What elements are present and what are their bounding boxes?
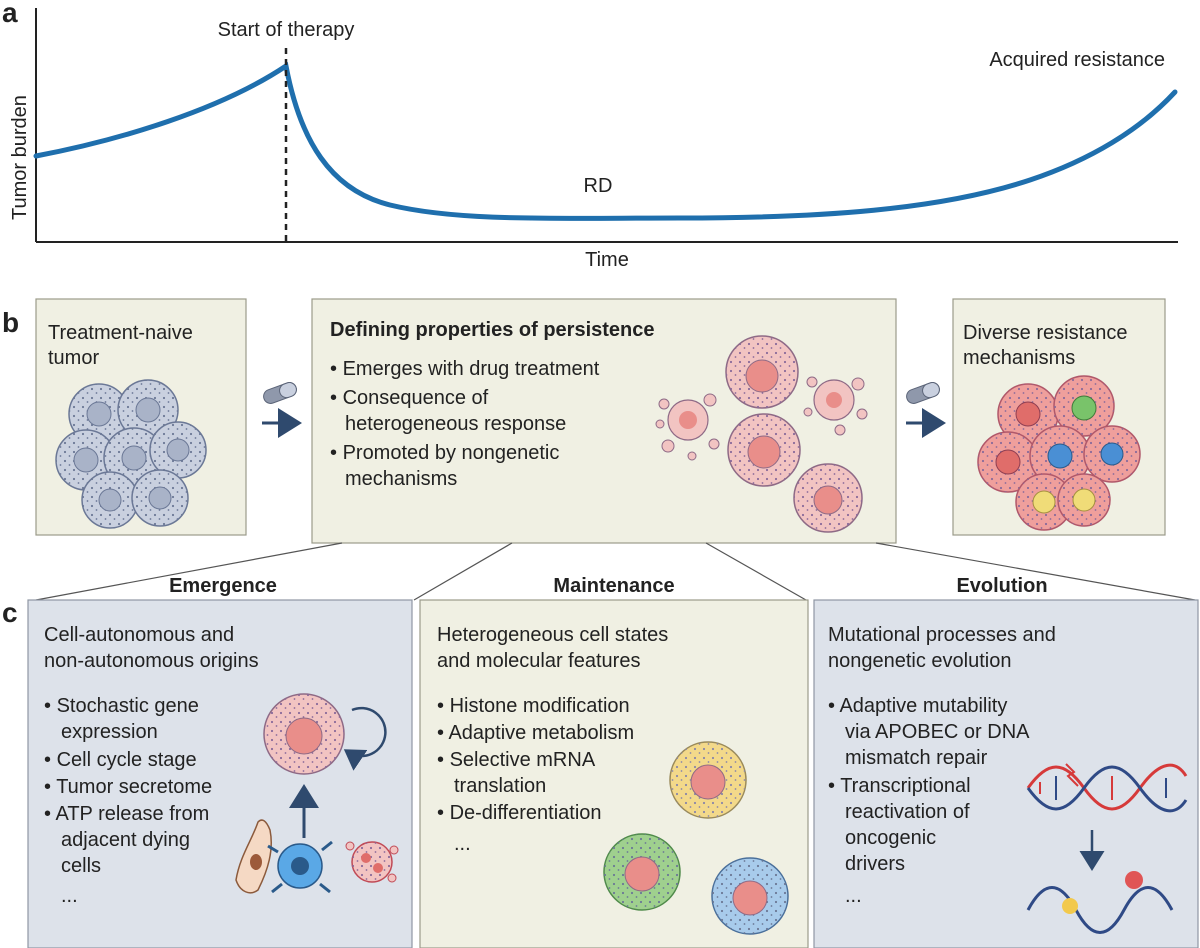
maintenance-bullet-4: • De-differentiation (437, 802, 602, 824)
drug-capsule-icon (263, 382, 297, 404)
panel-a-label: a (2, 0, 18, 28)
emergence-ellipsis: ... (61, 885, 78, 907)
evolution-bullet-2-cont-1: reactivation of (845, 801, 970, 823)
evolution-box (813, 599, 1199, 948)
persistence-bullet-2: • Consequence of (330, 387, 489, 409)
naive-cell (68, 383, 130, 445)
evolution-bullet-1-cont-1: via APOBEC or DNA (845, 721, 1030, 743)
naive-cell (131, 469, 189, 527)
resistant-tumor-cluster (977, 375, 1141, 531)
evolution-bullet-1-cont-2: mismatch repair (845, 747, 988, 769)
resistance-line2: mechanisms (963, 347, 1075, 369)
dying-cell (803, 376, 868, 436)
naive-tumor-cluster (55, 379, 207, 529)
emergence-bullet-1: • Stochastic gene (44, 695, 199, 717)
x-axis-label: Time (585, 249, 629, 271)
immune-cell-icon (267, 840, 333, 894)
maintenance-bullet-1: • Histone modification (437, 695, 630, 717)
self-renewal-arrow-icon (343, 706, 387, 771)
dna-double-helix-icon (1026, 763, 1188, 813)
dying-cell (655, 393, 720, 461)
persistence-bullet-2-cont: heterogeneous response (345, 413, 566, 435)
evolution-bullet-2-cont-2: oncogenic (845, 827, 936, 849)
dying-cell-icon (345, 841, 399, 883)
start-of-therapy-label: Start of therapy (218, 19, 355, 41)
tumor-burden-curve (33, 61, 1178, 221)
emergence-header: Emergence (169, 575, 277, 597)
maintenance-intro-2: and molecular features (437, 650, 640, 672)
persister-cell (725, 335, 799, 409)
maintenance-header: Maintenance (553, 575, 674, 597)
resistant-cell (997, 383, 1059, 445)
resistance-line1: Diverse resistance (963, 322, 1128, 344)
persistence-bullet-3: • Promoted by nongenetic (330, 442, 559, 464)
connector-line (413, 542, 513, 601)
resistant-cell (1015, 473, 1073, 531)
connector-line (35, 542, 343, 601)
maintenance-bullet-3-cont: translation (454, 775, 546, 797)
resistant-cell (1057, 473, 1111, 527)
fibroblast-icon (235, 819, 272, 894)
panel-c-label: c (2, 597, 18, 628)
evolution-bullet-2-cont-3: drivers (845, 853, 905, 875)
naive-cell (81, 471, 139, 529)
persister-cell (793, 463, 863, 533)
persistence-bullet-3-cont: mechanisms (345, 468, 457, 490)
green-state-cell (603, 833, 681, 911)
evolution-header: Evolution (956, 575, 1047, 597)
self-renewing-cell (263, 693, 345, 775)
evolution-ellipsis: ... (845, 885, 862, 907)
resistant-cell (1029, 425, 1091, 487)
treatment-naive-line2: tumor (48, 347, 99, 369)
panel-b: b Treatment-naive tumor Defining propert… (2, 298, 1196, 601)
maintenance-bullet-2: • Adaptive metabolism (437, 722, 634, 744)
naive-cell (117, 379, 179, 441)
panel-b-label: b (2, 307, 19, 338)
treatment-naive-line1: Treatment-naive (48, 322, 193, 344)
blue-state-cell (711, 857, 789, 935)
emergence-box (27, 599, 413, 948)
persister-cell (727, 413, 801, 487)
panel-c: c Emergence Cell-autonomous and non-auto… (2, 575, 1199, 948)
emergence-bullet-4: • ATP release from (44, 803, 209, 825)
resistant-cell (1053, 375, 1115, 437)
emergence-intro-2: non-autonomous origins (44, 650, 259, 672)
persister-cells (655, 335, 868, 533)
evolution-intro-2: nongenetic evolution (828, 650, 1011, 672)
rd-label: RD (584, 175, 613, 197)
yellow-state-cell (669, 741, 747, 819)
drug-capsule-icon (906, 382, 940, 404)
emergence-bullet-4-cont-2: cells (61, 855, 101, 877)
emergence-intro-1: Cell-autonomous and (44, 624, 234, 646)
evolution-bullet-2: • Transcriptional (828, 775, 971, 797)
maintenance-intro-1: Heterogeneous cell states (437, 624, 668, 646)
connector-line (875, 542, 1196, 601)
maintenance-bullet-3: • Selective mRNA (437, 749, 596, 771)
evolution-intro-1: Mutational processes and (828, 624, 1056, 646)
emergence-bullet-4-cont-1: adjacent dying (61, 829, 190, 851)
evolution-bullet-1: • Adaptive mutability (828, 695, 1007, 717)
emergence-bullet-1-cont: expression (61, 721, 158, 743)
resistant-cell (1083, 425, 1141, 483)
mutated-dna-icon (1026, 871, 1174, 934)
emergence-bullet-2: • Cell cycle stage (44, 749, 197, 771)
persistence-bullet-1: • Emerges with drug treatment (330, 358, 600, 380)
resistant-cell (977, 431, 1039, 493)
y-axis-label: Tumor burden (9, 95, 31, 220)
panel-a: a Tumor burden Time Start of therapy RD … (2, 0, 1178, 271)
maintenance-ellipsis: ... (454, 833, 471, 855)
persistence-title: Defining properties of persistence (330, 319, 655, 341)
acquired-resistance-label: Acquired resistance (989, 49, 1165, 71)
connector-line (705, 542, 807, 601)
emergence-bullet-3: • Tumor secretome (44, 776, 212, 798)
